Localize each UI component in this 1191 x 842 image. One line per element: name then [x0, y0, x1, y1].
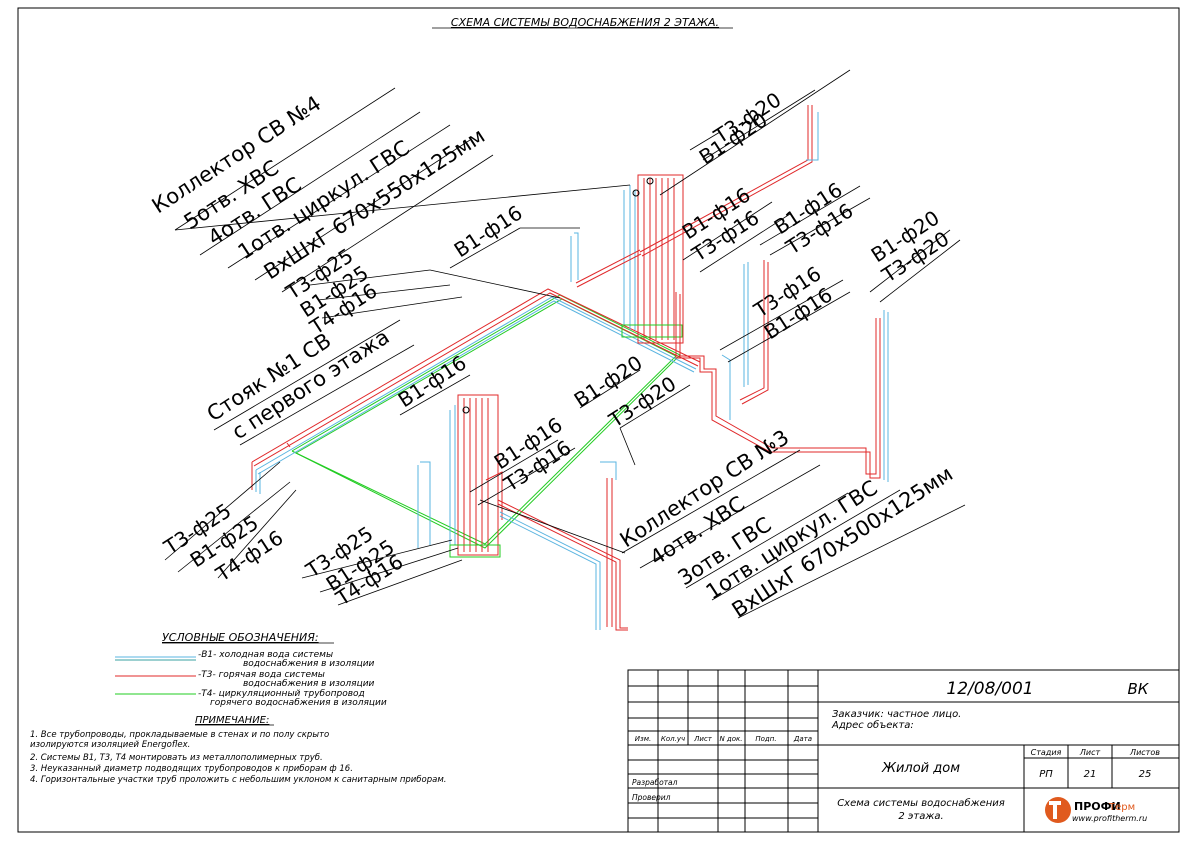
header-ndok: N док.	[719, 735, 742, 743]
legend-item-3-line2: горячего водоснабжения в изоляции	[210, 698, 387, 708]
legend-item-1-line2: водоснабжения в изоляции	[243, 659, 375, 669]
note-line-1: 1. Все трубопроводы, прокладываемые в ст…	[30, 730, 329, 740]
sheet-label: Лист	[1079, 748, 1101, 757]
checked-label: Проверил	[632, 793, 671, 802]
title-block	[627, 669, 1180, 833]
company-logo: ПРОФИ Терм www.profitherm.ru	[1045, 797, 1147, 823]
sheets-label: Листов	[1129, 748, 1160, 757]
stage-value: РП	[1039, 769, 1053, 780]
legend-heading: УСЛОВНЫЕ ОБОЗНАЧЕНИЯ:	[162, 631, 319, 644]
note-line-4: 3. Неуказанный диаметр подводящих трубоп…	[30, 764, 353, 774]
developed-label: Разработал	[632, 778, 678, 787]
note-line-5: 4. Горизонтальные участки труб проложить…	[30, 775, 446, 785]
address-text: Адрес объекта:	[831, 719, 914, 731]
logo-url: www.profitherm.ru	[1072, 814, 1147, 823]
label-b1-f16-left: В1-ф16	[450, 201, 527, 263]
header-kol: Кол.уч	[661, 735, 685, 743]
legend-item-2-line1: -Т3- горячая вода системы	[198, 670, 325, 680]
customer-text: Заказчик: частное лицо.	[832, 709, 961, 720]
note-line-3: 2. Системы В1, Т3, Т4 монтировать из мет…	[30, 753, 323, 763]
drawing-section: ВК	[1128, 680, 1150, 698]
hot-pipe-t3-upper-right	[575, 105, 813, 288]
drawing-name-line2: 2 этажа.	[898, 811, 943, 822]
logo-circle-icon	[1045, 797, 1071, 823]
note-line-2: изолируются изоляцией Energoflex.	[30, 740, 190, 750]
notes: ПРИМЕЧАНИЕ: 1. Все трубопроводы, проклад…	[30, 715, 446, 785]
header-podp: Подп.	[755, 735, 776, 743]
building-name: Жилой дом	[881, 761, 960, 776]
cold-pipe-b1-main	[255, 296, 697, 475]
sheet-frame	[17, 7, 1180, 833]
sheet-value: 21	[1084, 769, 1097, 780]
collector-3	[449, 394, 501, 558]
hot-pipe-t3-main	[251, 288, 701, 467]
legend-item-2-line2: водоснабжения в изоляции	[243, 679, 375, 689]
cold-pipe-b1-mid-right	[721, 262, 889, 482]
header-list: Лист	[693, 735, 713, 743]
drawing-name-line1: Схема системы водоснабжения	[837, 797, 1005, 809]
logo-text: ПРОФИ	[1074, 800, 1121, 813]
header-izm: Изм.	[635, 735, 651, 743]
collector-4	[621, 174, 684, 344]
header-data: Дата	[793, 735, 812, 743]
sheets-value: 25	[1139, 769, 1152, 780]
title-block-text: 12/08/001 ВК Заказчик: частное лицо. Адр…	[632, 679, 1160, 822]
legend-item-3-line1: -Т4- циркуляционный трубопровод	[198, 689, 365, 699]
drawing-code: 12/08/001	[946, 679, 1033, 699]
leader-lines	[164, 69, 966, 619]
stage-label: Стадия	[1031, 748, 1062, 757]
notes-heading: ПРИМЕЧАНИЕ:	[195, 715, 269, 726]
riser-left	[251, 462, 261, 494]
hot-pipe-t3-mid-right	[675, 260, 881, 479]
legend: УСЛОВНЫЕ ОБОЗНАЧЕНИЯ: -В1- холодная вода…	[115, 631, 387, 708]
diagram-title: СХЕМА СИСТЕМЫ ВОДОСНАБЖЕНИЯ 2 ЭТАЖА.	[451, 16, 719, 29]
logo-text-2: Терм	[1108, 802, 1135, 813]
cold-pipe-b1-upper-right	[570, 112, 819, 282]
hot-pipe-t3-lower	[485, 471, 628, 631]
legend-item-1-line1: -В1- холодная вода системы	[198, 650, 333, 660]
cold-pipe-b1-lower	[417, 461, 617, 630]
collector3-line4: ВхШхГ 670х500х125мм	[728, 462, 957, 623]
